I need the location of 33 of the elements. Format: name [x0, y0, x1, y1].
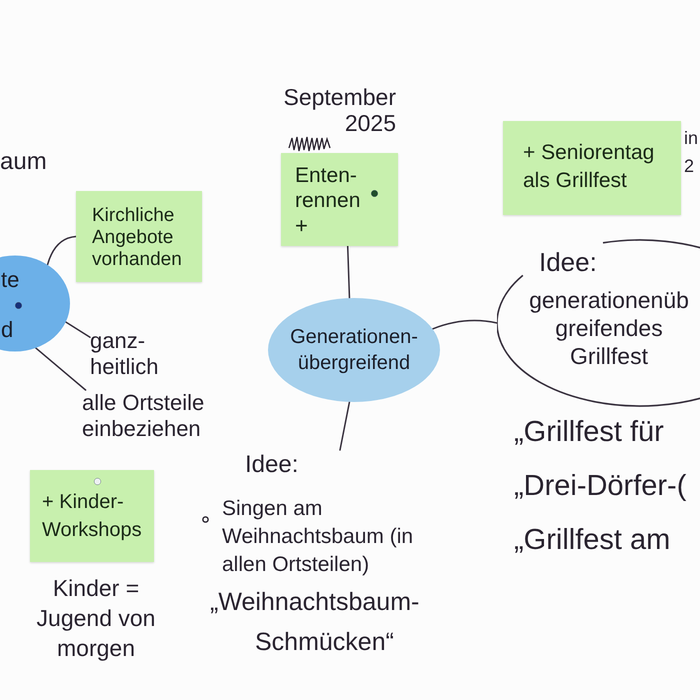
connector-line — [34, 347, 86, 391]
handwritten-text: aum — [0, 148, 47, 176]
handwritten-text: ganz- heitlich — [90, 328, 182, 380]
handwritten-text: „Grillfest am — [514, 523, 670, 558]
handwritten-text: Kinder = Jugend von morgen — [36, 574, 156, 663]
note-text: + Seniorentag als Grillfest — [523, 140, 656, 194]
handwritten-text: in 2 — [684, 127, 700, 178]
note-text: + — [295, 213, 308, 238]
sticky-note — [30, 470, 154, 562]
note-text: Generationen- übergreifend — [289, 325, 419, 376]
note-text: + Kinder- Workshops — [42, 490, 143, 543]
handwritten-text: „Drei-Dörfer-( — [514, 469, 686, 504]
note-text: Enten- rennen — [295, 163, 362, 213]
sticky-note — [503, 121, 681, 215]
connector-line — [65, 321, 91, 338]
sticky-note — [76, 191, 202, 282]
connector-line — [46, 236, 77, 266]
note-text: generationenüb greifendes Grillfest — [528, 286, 690, 370]
note-text: Idee: — [539, 246, 597, 278]
note-text: Kirchliche Angebote vorhanden — [92, 205, 183, 271]
note-text: d — [1, 318, 14, 342]
connector-line — [346, 245, 350, 299]
note-text: Idee: — [245, 450, 298, 480]
connector-line — [432, 320, 498, 330]
handwritten-text: September 2025 — [282, 84, 396, 136]
note-text: „Weihnachtsbaum- Schmücken“ — [210, 587, 420, 658]
ellipse-node — [268, 298, 440, 402]
note-text: Singen am Weihnachtsbaum (in allen Ortsteilen) — [222, 496, 414, 578]
note-text: te — [1, 268, 20, 292]
connector-line — [339, 401, 350, 451]
handwritten-text: „Grillfest für — [514, 415, 664, 450]
handwritten-text: alle Ortsteile einbeziehen — [82, 390, 232, 442]
sticky-note — [281, 153, 398, 246]
